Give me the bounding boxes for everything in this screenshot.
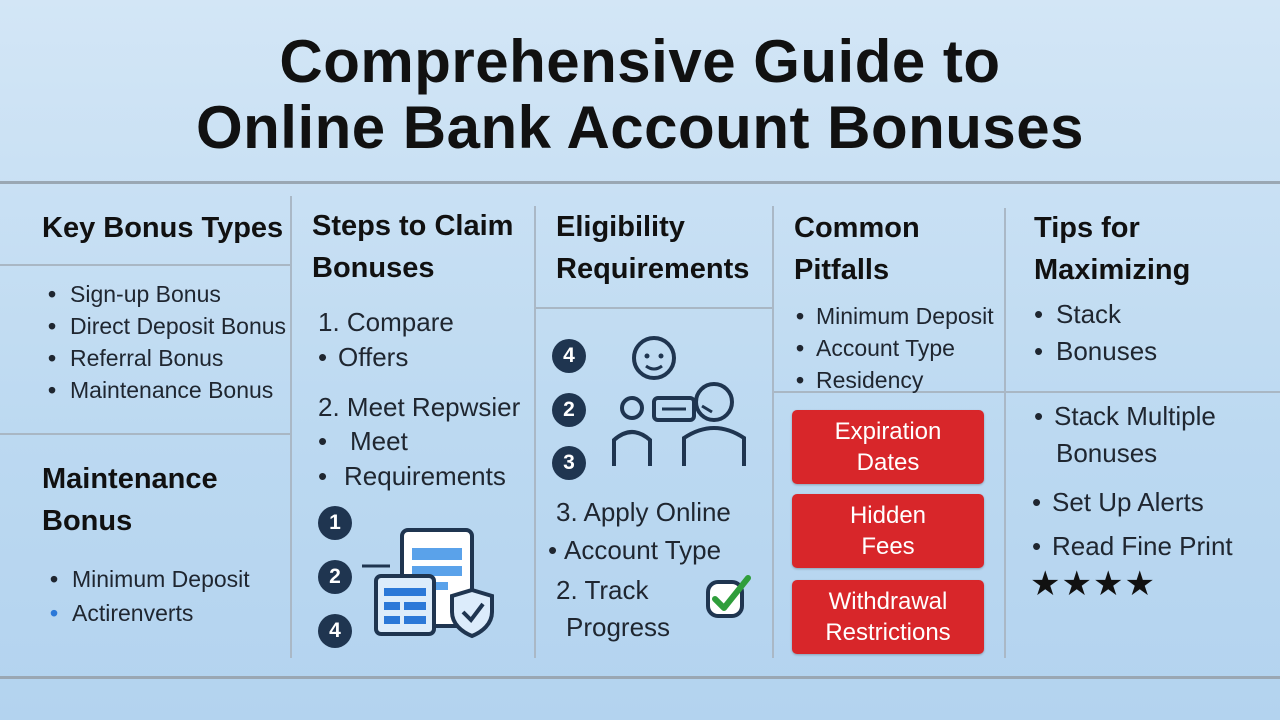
tips-top-item: •Stack	[1034, 299, 1122, 329]
list-item: •Account Type	[796, 335, 955, 361]
column-divider-1	[290, 196, 292, 658]
tips-item-fine-print: •Read Fine Print	[1032, 531, 1233, 561]
eligibility-step-track: 2. Track Progress	[556, 575, 671, 642]
step-meet-sub1: •Meet	[318, 426, 408, 456]
page-title-line2: Online Bank Account Bonuses	[195, 94, 1085, 161]
column-divider-3	[772, 206, 774, 658]
list-item: •Referral Bonus	[48, 345, 224, 371]
list-item: •Minimum Deposit	[50, 566, 250, 592]
step-badge: 4	[318, 614, 352, 648]
maintenance-bonus-list: •Minimum Deposit •Actirenverts	[50, 562, 250, 630]
list-item: •Maintenance Bonus	[48, 377, 274, 403]
step-badge: 2	[318, 560, 352, 594]
list-item: •Actirenverts	[50, 600, 194, 626]
step-compare: 1. Compare	[318, 307, 454, 337]
pitfalls-divider	[774, 391, 1004, 393]
tips-item-stack-multiple: •Stack Multiple Bonuses	[1034, 401, 1216, 468]
key-bonus-types-list: •Sign-up Bonus •Direct Deposit Bonus •Re…	[48, 278, 286, 406]
key-bonus-types-heading: Key Bonus Types	[42, 212, 284, 244]
list-item: •Sign-up Bonus	[48, 281, 221, 307]
page-title-line1: Comprehensive Guide to	[279, 28, 1001, 95]
documents-shield-icon	[362, 528, 494, 639]
rating-stars-icon: ★★★★	[1030, 565, 1156, 603]
column-divider-4	[1004, 208, 1006, 658]
top-divider	[0, 181, 1280, 184]
tips-heading: Tips for Maximizing	[1034, 212, 1191, 286]
key-types-section-divider	[0, 433, 290, 435]
key-types-heading-divider	[0, 264, 290, 266]
pitfalls-heading: Common Pitfalls	[794, 212, 920, 286]
steps-to-claim-heading: Steps to Claim Bonuses	[312, 210, 514, 284]
eligibility-badge: 2	[552, 393, 586, 427]
eligibility-step-apply: 3. Apply Online	[556, 497, 731, 527]
step-badge: 1	[318, 506, 352, 540]
list-item: •Residency	[796, 367, 924, 393]
list-item: •Minimum Deposit	[796, 303, 994, 329]
column-divider-2	[534, 206, 536, 658]
tips-item-alerts: •Set Up Alerts	[1032, 487, 1204, 517]
eligibility-heading: Eligibility Requirements	[556, 211, 750, 285]
eligibility-badge: 4	[552, 339, 586, 373]
tips-divider	[1006, 391, 1280, 393]
step-compare-sub: •Offers	[318, 342, 409, 372]
checkmark-icon	[706, 575, 751, 618]
maintenance-bonus-heading: Maintenance Bonus	[42, 463, 218, 537]
pitfalls-list: •Minimum Deposit •Account Type •Residenc…	[796, 300, 994, 396]
eligibility-badge: 3	[552, 446, 586, 480]
eligibility-heading-divider	[536, 307, 772, 309]
list-item: •Direct Deposit Bonus	[48, 313, 287, 339]
bottom-divider	[0, 676, 1280, 679]
step-meet: 2. Meet Repwsier	[318, 392, 521, 422]
tips-top-item: •Bonuses	[1034, 336, 1158, 366]
people-chat-icon	[612, 336, 746, 466]
eligibility-step-apply-sub: •Account Type	[548, 535, 722, 565]
step-meet-sub2: •Requirements	[318, 461, 506, 491]
